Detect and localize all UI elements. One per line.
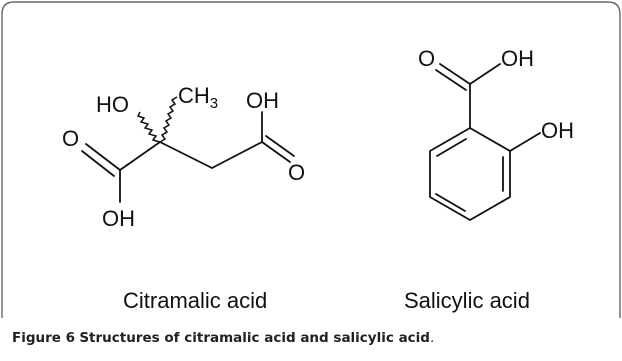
- atom-ch3: CH3: [178, 83, 218, 112]
- figure-caption-text: Structures of citramalic acid and salicy…: [79, 330, 430, 346]
- wavy-bond-ch3: [159, 96, 178, 143]
- benzene-ring: [429, 127, 511, 221]
- bond-c-o-double-b: [435, 69, 467, 91]
- atom-oh-bottom: OH: [102, 206, 135, 231]
- bond-c4-o-double-a: [261, 141, 291, 163]
- citramalic-acid-name: Citramalic acid: [123, 288, 267, 313]
- atom-o-left: O: [62, 126, 79, 151]
- bond-c-o-double-a: [439, 63, 471, 85]
- bond-c2-ch2: [159, 141, 213, 169]
- citramalic-acid-structure: HO CH3 OH O O OH: [62, 83, 305, 231]
- bond-c1-o-double-b: [81, 150, 115, 177]
- salicylic-acid-structure: O OH OH: [418, 46, 574, 221]
- bond-ch2-c4: [211, 141, 263, 169]
- ring-double-bond-bottom: [435, 193, 466, 212]
- bond-c4-o-double-b: [265, 135, 295, 157]
- atom-ho: HO: [96, 92, 129, 117]
- atom-o-right: O: [288, 160, 305, 185]
- salicylic-acid-name: Salicylic acid: [404, 288, 530, 313]
- bond-c1-o-double-a: [85, 143, 121, 171]
- atom-oh-phenol: OH: [541, 118, 574, 143]
- wavy-bond-ho: [136, 111, 161, 143]
- atom-oh-top: OH: [246, 88, 279, 113]
- figure-label: Figure 6: [12, 330, 76, 346]
- bond-c1-c2: [119, 141, 161, 171]
- atom-o-carbonyl: O: [418, 46, 435, 71]
- atom-oh-acid: OH: [501, 46, 534, 71]
- panel-border: [1, 1, 621, 318]
- bond-c-oh: [469, 63, 501, 85]
- caption-period: .: [429, 330, 435, 346]
- ring-double-bond-left-top: [436, 138, 467, 157]
- figure-caption: Figure 6 Structures of citramalic acid a…: [12, 330, 434, 346]
- bond-ring-oh: [509, 132, 541, 152]
